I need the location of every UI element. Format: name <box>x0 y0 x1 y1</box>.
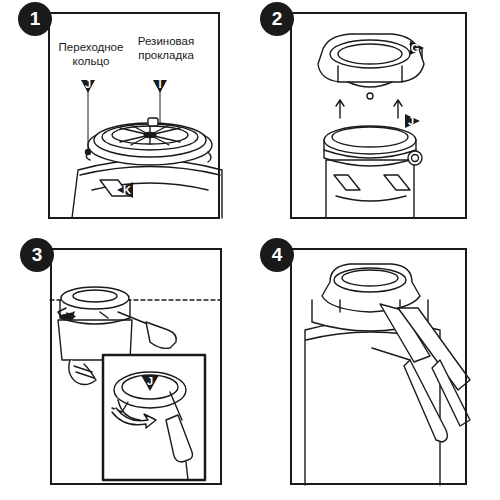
part-name: Резиновая прокладка <box>130 34 202 62</box>
step-number: 1 <box>18 2 52 36</box>
part-letter: J <box>85 78 91 90</box>
part-letter: J <box>147 375 153 387</box>
step-panel: 3 <box>50 248 222 485</box>
disposer-top-view <box>72 80 222 218</box>
wrench-tightening-view <box>305 264 470 485</box>
mounting-ring-assembly <box>318 34 424 218</box>
part-letter: G <box>411 42 420 54</box>
part-name: Переходное кольцо <box>54 40 128 68</box>
step-number: 4 <box>260 238 294 272</box>
part-letter: J <box>408 115 414 127</box>
step-number: 3 <box>20 238 54 272</box>
part-letter: I <box>158 78 161 90</box>
part-letter: K <box>123 184 131 196</box>
step-panel: 2 <box>290 12 467 219</box>
step-panel: 4 <box>290 248 467 485</box>
step-number: 2 <box>260 2 294 36</box>
tightening-ring-view <box>50 287 220 480</box>
